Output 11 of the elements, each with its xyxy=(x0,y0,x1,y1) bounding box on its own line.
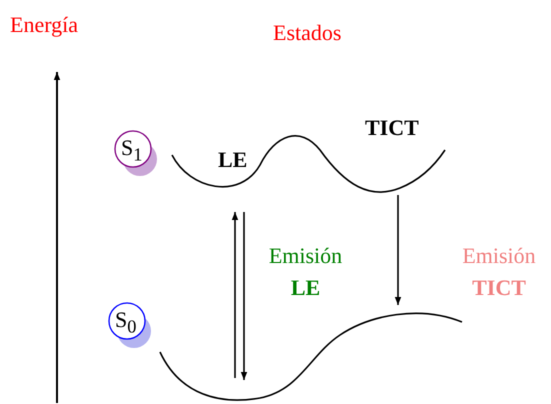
edge-label: Emisión LE xyxy=(268,242,344,302)
axis-label: Estados xyxy=(273,20,342,46)
state-label: S$_{0}$ xyxy=(115,307,136,338)
edge-label: Emisión TICT xyxy=(461,242,537,302)
arrow xyxy=(232,212,238,378)
arrow xyxy=(394,195,402,305)
axis-label: Energía xyxy=(10,12,78,38)
state-label: LE xyxy=(218,147,248,173)
arrow xyxy=(240,212,248,380)
state-label: TICT xyxy=(365,115,419,141)
state-label: S$_{1}$ xyxy=(121,135,142,166)
